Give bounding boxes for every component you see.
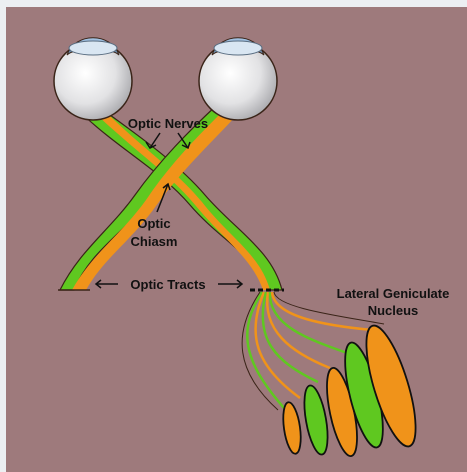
lgn-layer-1 xyxy=(280,401,303,455)
optic-nerve-arrows xyxy=(146,133,190,148)
label-optic-tracts: Optic Tracts xyxy=(130,277,205,292)
right-eye-icon xyxy=(199,38,277,120)
lateral-geniculate-nucleus xyxy=(280,321,425,459)
right-eye-nerve xyxy=(60,104,238,290)
label-optic-chiasm-line1: Optic xyxy=(137,216,170,231)
label-optic-chiasm-line2: Chiasm xyxy=(131,234,178,249)
label-lgn-line2: Nucleus xyxy=(368,303,419,318)
label-lgn-line1: Lateral Geniculate xyxy=(337,286,450,301)
left-eye-icon xyxy=(54,38,132,120)
label-optic-nerves: Optic Nerves xyxy=(128,116,208,131)
left-eye-nerve xyxy=(80,104,282,290)
